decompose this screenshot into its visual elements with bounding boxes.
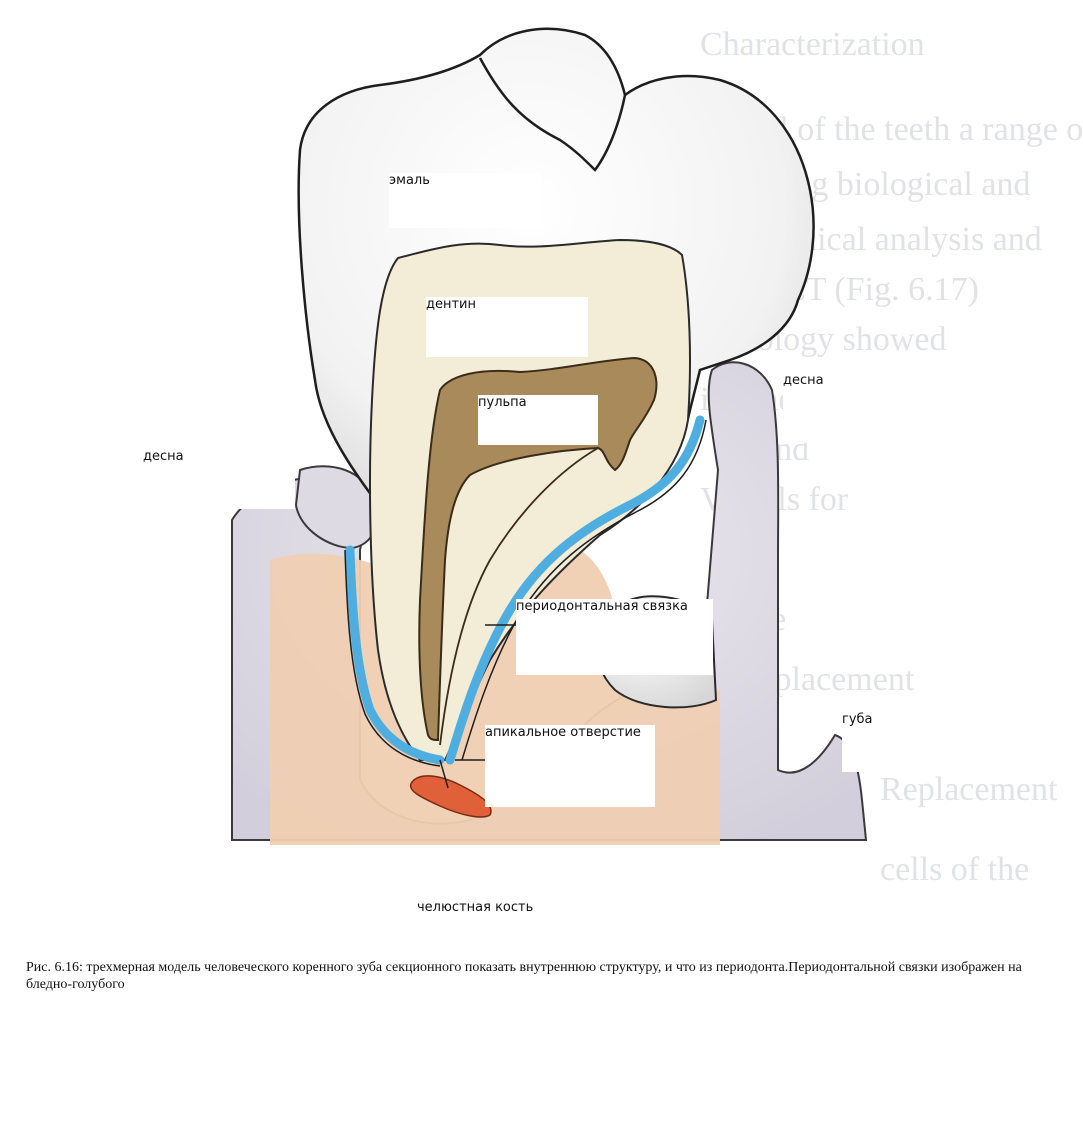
apical-vessel [439, 759, 449, 789]
blood-vessel [409, 775, 492, 818]
label-apical-foramen: апикальное отверстие [485, 725, 655, 807]
label-gum-right: десна [783, 373, 941, 443]
svg-text:cells of the: cells of the [880, 851, 1029, 888]
label-lip: губа [842, 712, 962, 772]
figure-caption: Рис. 6.16: трехмерная модель человеческо… [26, 960, 1022, 992]
pulp [418, 356, 658, 742]
periodontal-ligament-left-outline [344, 549, 441, 767]
svg-text:Characterization: Characterization [700, 26, 925, 63]
label-enamel: эмаль [389, 173, 541, 228]
periodontal-ligament-right-outline [461, 419, 707, 761]
root-canal [439, 447, 599, 746]
label-jaw-bone: челюстная кость [417, 900, 534, 915]
label-dentin: дентин [426, 297, 588, 357]
periodontal-ligament-right [445, 415, 705, 765]
label-gum-left: десна [143, 449, 295, 509]
occlusal-fissure [478, 57, 627, 172]
svg-text:Replacement: Replacement [880, 771, 1058, 808]
label-periodontal-ligament: периодонтальная связка [516, 599, 713, 675]
label-pulp: пульпа [478, 395, 598, 445]
periodontal-ligament-left [345, 545, 445, 765]
